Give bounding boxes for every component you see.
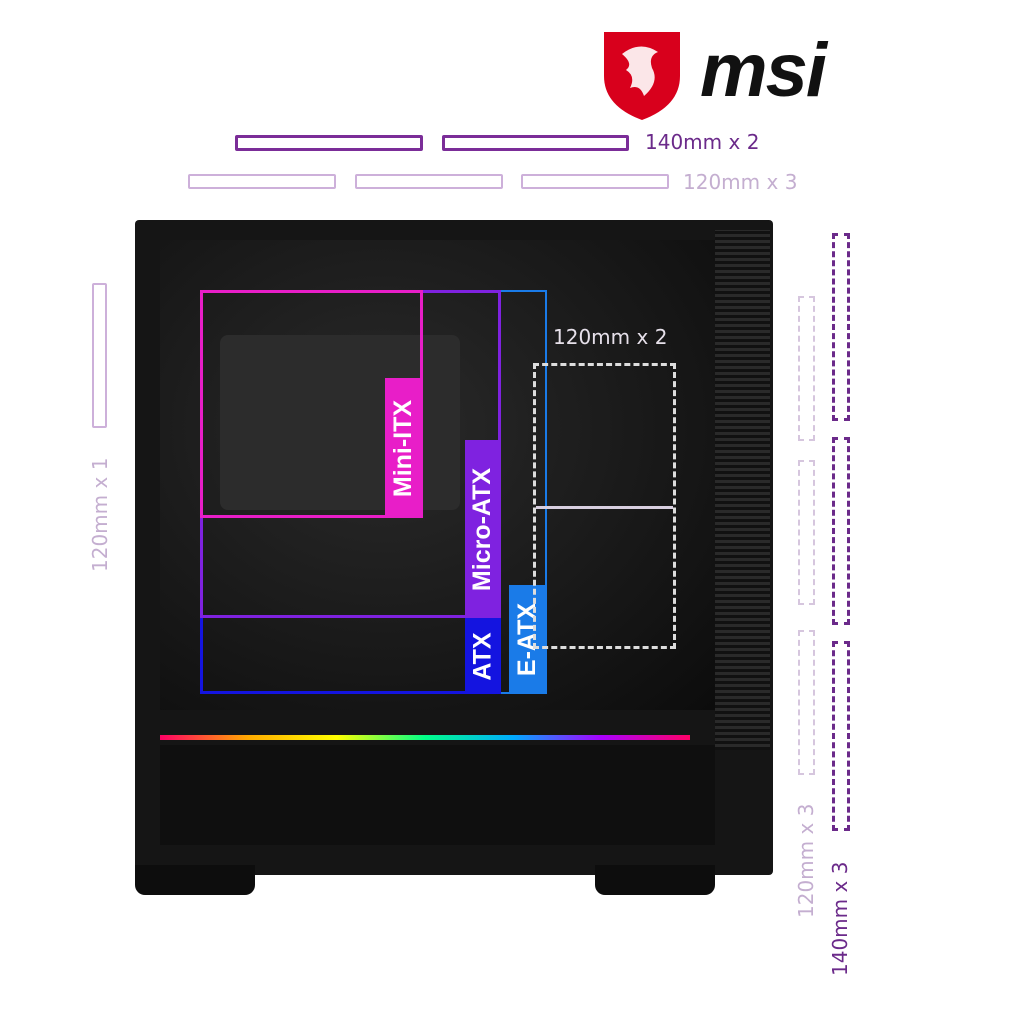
dragon-shield-icon: [604, 32, 680, 120]
rear-120mm-fan: [92, 283, 107, 428]
rear-fan-area-label: 120mm x 2: [553, 325, 668, 349]
front-140mm-fan-2: [832, 437, 850, 625]
mini-itx-label: Mini-ITX: [389, 399, 418, 497]
brand-name: msi: [700, 28, 827, 113]
top-140mm-fan-1: [235, 135, 423, 151]
foot-left: [135, 865, 255, 895]
micro-atx-tag: Micro-ATX: [465, 440, 501, 618]
top-120mm-fan-2: [355, 174, 503, 189]
front-120mm-label: 120mm x 3: [794, 803, 818, 918]
top-140mm-fan-2: [442, 135, 629, 151]
psu-shroud: [160, 745, 715, 845]
top-140mm-label: 140mm x 2: [645, 130, 760, 154]
top-120mm-fan-1: [188, 174, 336, 189]
rear-fan-area: [533, 363, 676, 649]
mini-itx-tag: Mini-ITX: [385, 378, 423, 518]
atx-tag: ATX: [465, 618, 501, 694]
micro-atx-label: Micro-ATX: [468, 467, 497, 591]
front-120mm-fan-3: [798, 630, 815, 775]
foot-right: [595, 865, 715, 895]
top-120mm-fan-3: [521, 174, 669, 189]
front-120mm-fan-2: [798, 460, 815, 605]
msi-logo: msi: [600, 26, 915, 122]
atx-label: ATX: [468, 631, 497, 681]
rear-fan-divider: [536, 506, 673, 509]
front-120mm-fan-1: [798, 296, 815, 441]
rgb-strip: [160, 735, 690, 740]
front-140mm-label: 140mm x 3: [828, 861, 852, 976]
top-120mm-label: 120mm x 3: [683, 170, 798, 194]
front-panel-mesh: [715, 230, 770, 750]
front-140mm-fan-1: [832, 233, 850, 421]
front-140mm-fan-3: [832, 641, 850, 831]
e-atx-tag: E-ATX: [509, 585, 547, 694]
rear-fan-label: 120mm x 1: [88, 457, 112, 572]
